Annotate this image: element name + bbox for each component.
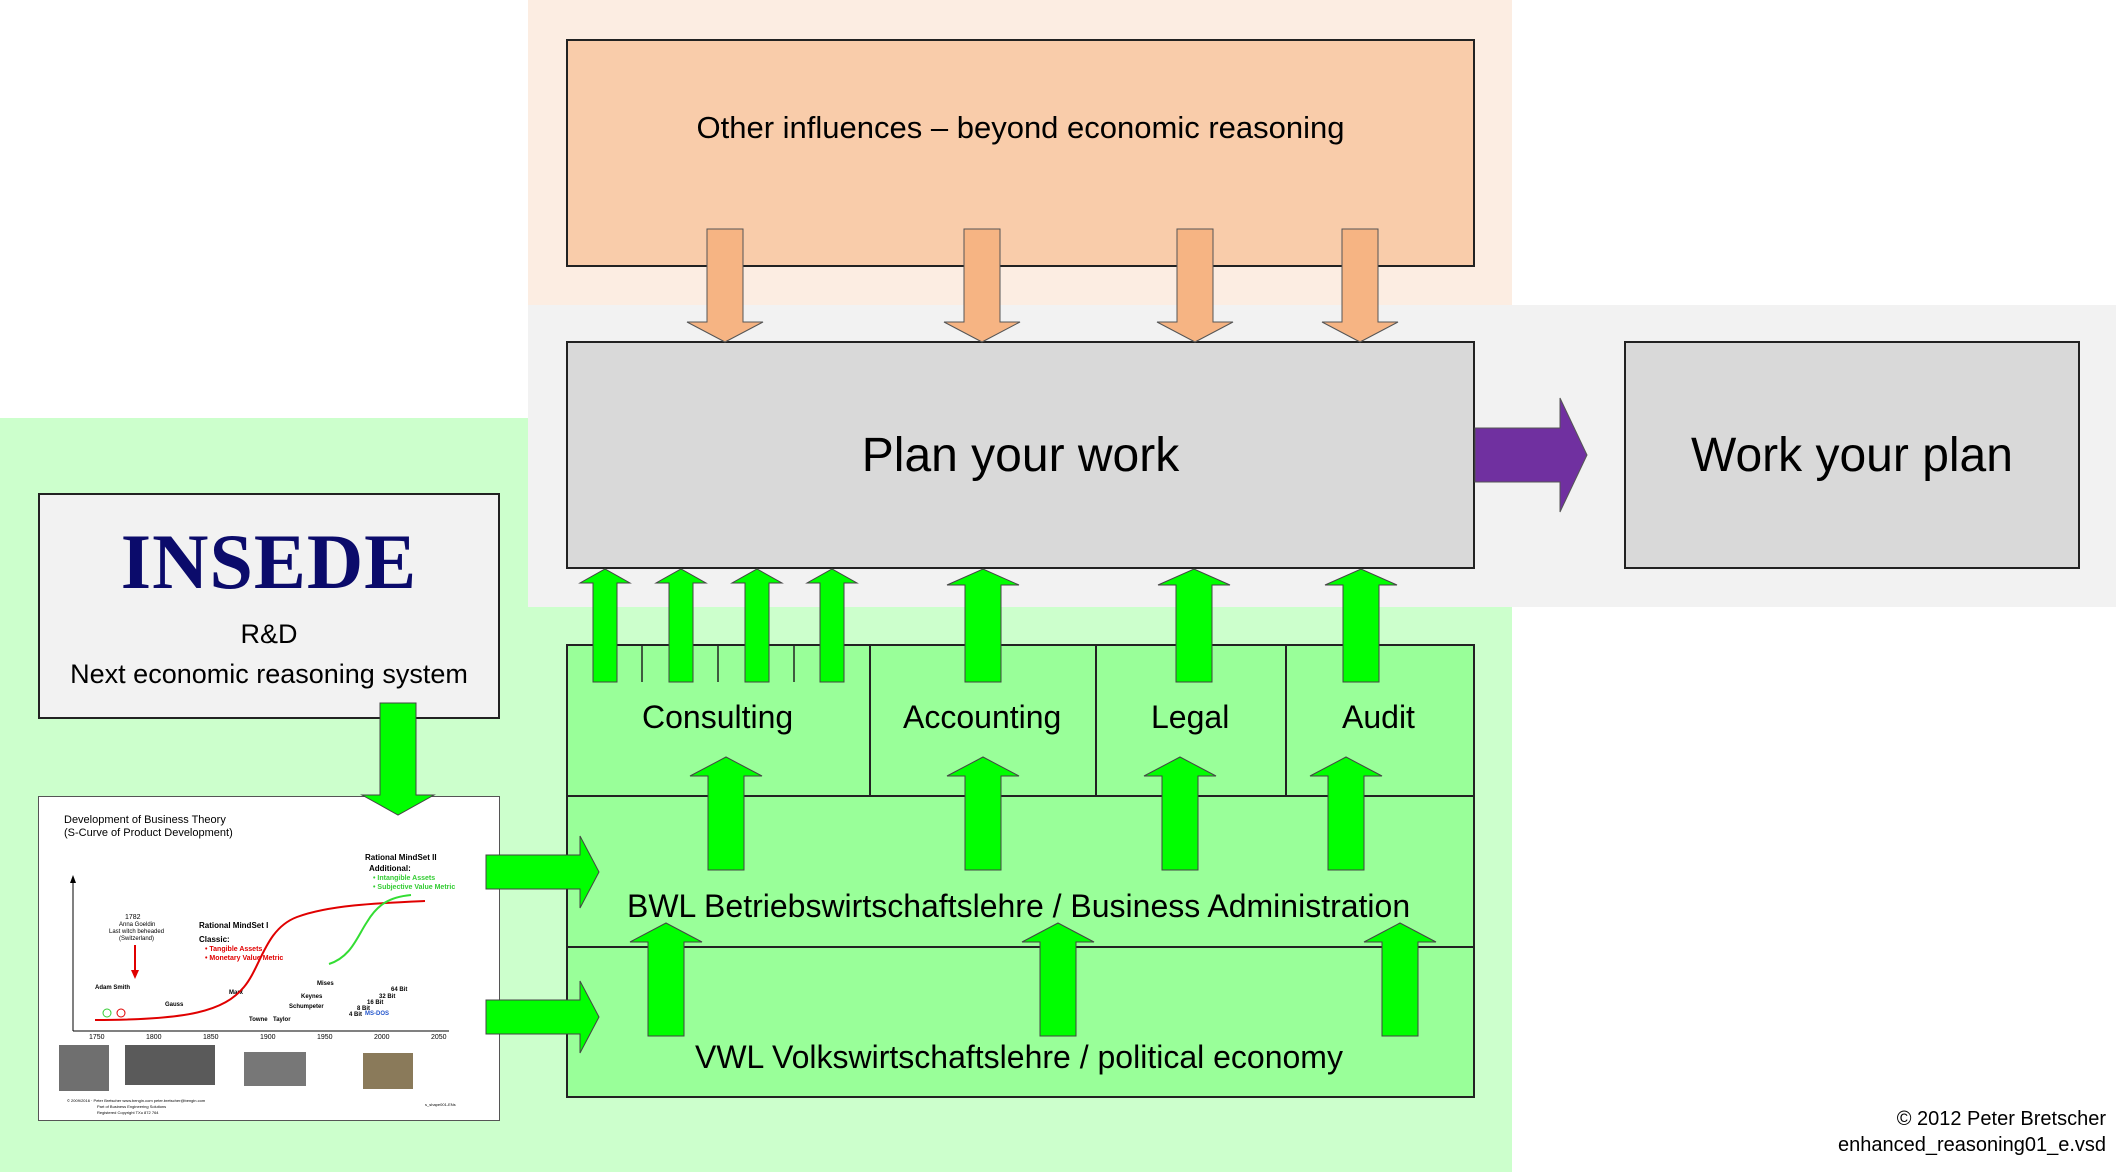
audit-label: Audit [1342,699,1415,735]
mindset2-sub: Additional: [369,864,411,873]
thumb-year: 1950 [317,1034,333,1041]
thumb-name: Towne [249,1017,268,1023]
workshop-photo [125,1045,215,1085]
event-line3: (Switzerland) [119,936,155,942]
consulting-label: Consulting [642,699,794,735]
insede-logo: INSEDE [120,518,418,605]
work-your-plan-box: Work your plan [1624,341,2080,569]
marker-red [116,1008,126,1018]
thumb-file-ref: s_shape001-ENs [425,1102,456,1107]
mindset2-title: Rational MindSet II [365,853,437,862]
thumb-name: Marx [229,990,244,996]
event-line2: Last witch beheaded [109,929,165,935]
insede-box: INSEDE R&D Next economic reasoning syste… [38,493,500,719]
event-year: 1782 [125,914,141,921]
assembly-photo [244,1052,306,1086]
copyright-text: © 2012 Peter Bretscher [1896,1108,2106,1130]
thumb-year: 1850 [203,1034,219,1041]
thumb-bit: 64 Bit [391,987,408,993]
accounting-label: Accounting [903,699,1062,735]
mindset2-item1: • Intangible Assets [373,875,436,882]
mindset1-item1: • Tangible Assets [205,946,263,953]
business-theory-thumbnail: Development of Business Theory (S-Curve … [38,796,500,1121]
mindset2-curve [328,894,412,965]
thumb-title-2: (S-Curve of Product Development) [64,827,233,839]
system-label: Next economic reasoning system [70,659,468,689]
thumb-bit: MS-DOS [365,1011,389,1017]
mindset1-item2: • Monetary Value Metric [205,955,284,962]
bwl-box [566,795,1475,948]
thumb-year: 2000 [374,1034,390,1041]
people-photo [363,1053,413,1089]
marker-green [102,1008,112,1018]
mindset2-item2: • Subjective Value Metric [373,884,456,891]
mindset1-title: Rational MindSet I [199,921,269,930]
thumb-year: 2050 [431,1034,447,1041]
mindset1-sub: Classic: [199,935,230,944]
filename-text: enhanced_reasoning01_e.vsd [1838,1134,2106,1156]
thumb-year: 1800 [146,1034,162,1041]
thumb-name: Schumpeter [289,1004,324,1010]
work-your-plan-label: Work your plan [1691,428,2013,482]
event-arrowhead [131,970,139,979]
legal-label: Legal [1151,699,1230,735]
thumb-title-1: Development of Business Theory [64,814,226,826]
y-axis-arrowhead [70,875,76,883]
plan-your-work-label: Plan your work [861,428,1180,482]
event-line1: Anna Goeldin [119,922,156,928]
thumb-name: Adam Smith [95,985,131,991]
thumb-footer-3: Registered Copyright TXu 872 764 [97,1110,159,1115]
factory-photo [59,1045,109,1091]
thumb-footer-2: Part of Business Engineering Solutions [97,1104,167,1109]
vwl-box [566,946,1475,1098]
rd-label: R&D [240,619,298,649]
thumb-bit: 4 Bit [349,1012,363,1018]
thumb-year: 1900 [260,1034,276,1041]
vwl-label: VWL Volkswirtschaftslehre / political ec… [695,1039,1343,1075]
thumb-year: 1750 [89,1034,105,1041]
thumb-name: Gauss [165,1002,184,1008]
thumb-footer-1: © 2009/2016 · Peter Bretscher www.bengin… [67,1098,206,1103]
other-influences-label: Other influences – beyond economic reaso… [696,110,1345,145]
plan-your-work-box: Plan your work [566,341,1475,569]
thumb-name: Mises [317,981,334,987]
thumb-name: Keynes [301,994,323,1000]
thumb-name: Taylor [273,1017,291,1023]
other-influences-box: Other influences – beyond economic reaso… [566,39,1475,267]
bwl-label: BWL Betriebswirtschaftslehre / Business … [627,888,1411,924]
